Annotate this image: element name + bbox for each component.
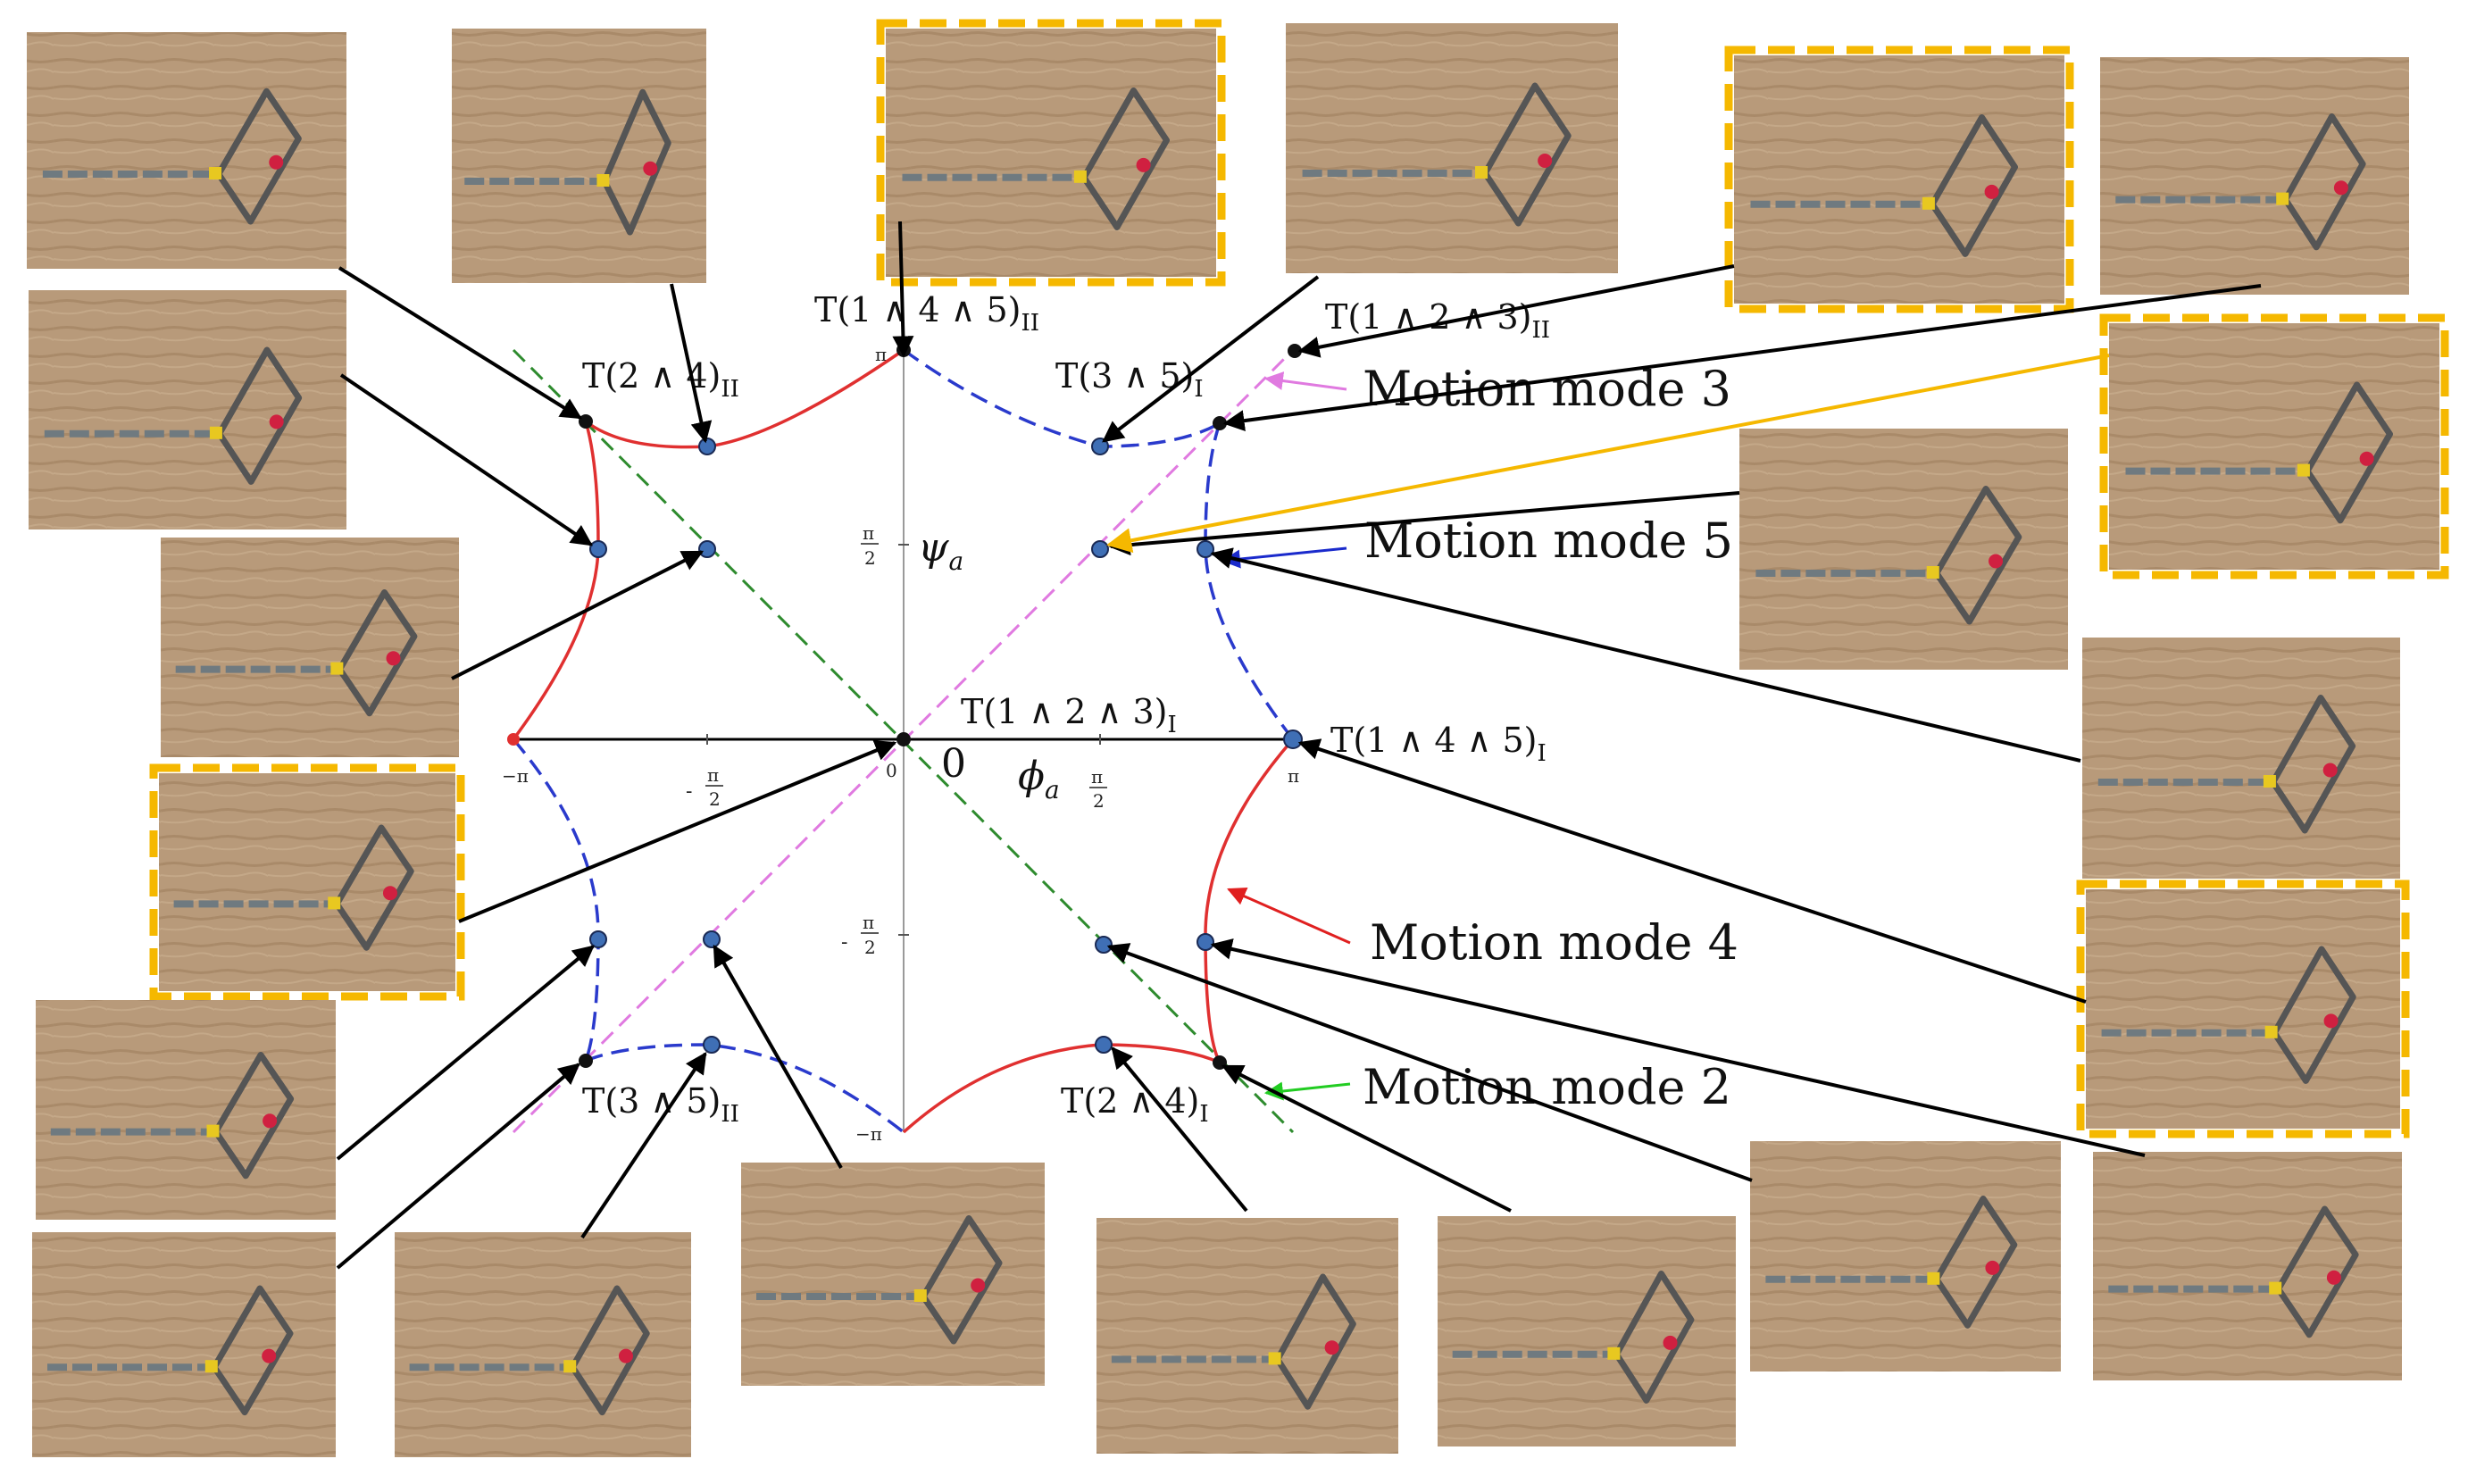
mode5-curve-right [1204,422,1295,741]
x-axis-label: ϕa [1018,754,1060,805]
label-t123-I: T(1 ∧ 2 ∧ 3)I [961,692,1177,738]
mode5-curve-top [902,348,1221,448]
x-tick-neg-half-num: π [707,764,719,786]
mechanism-photo [2093,1152,2402,1380]
mode4-label: Motion mode 4 [1370,914,1738,971]
y-tick-neg-pi: −π [855,1123,882,1145]
mechanism-photo [395,1232,691,1457]
highlighted-mechanism-photo [2099,313,2449,579]
mechanism-photo [27,32,346,269]
mechanism-photo [2082,638,2400,879]
mode4-arrow [1227,888,1351,945]
mode5-highlight-connector [1106,354,2110,554]
highlighted-mechanism-photo [2076,880,2410,1138]
point-blue-low-diag-right [1095,936,1113,954]
mechanism-photo [1286,23,1618,273]
point-blue-bottom-left [703,1036,721,1054]
point-blue-mid-right [1196,540,1214,558]
point-t123-II-label-dot [1288,344,1302,358]
mode5-label: Motion mode 5 [1364,513,1733,569]
point-neg-pi [507,733,520,746]
highlighted-mechanism-photo [876,19,1226,287]
mode3-arrow [1263,371,1347,391]
mode2-arrow [1263,1081,1351,1101]
mechanism-photo [161,538,459,757]
point-blue-low-diag-left [703,930,721,948]
x-tick-neg-half-minus: - [686,780,692,803]
label-t24-II: T(2 ∧ 4)II [582,356,739,403]
x-tick-neg-half-den: 2 [709,788,721,810]
origin-small-label: 0 [886,760,897,781]
label-t145-I: T(1 ∧ 4 ∧ 5)I [1330,721,1547,767]
point-t145-I [1283,729,1303,749]
mode-labels: Motion mode 3 Motion mode 5 Motion mode … [1221,361,1738,1115]
y-tick-pi: π [875,344,887,365]
label-t123-II: T(1 ∧ 2 ∧ 3)II [1325,297,1550,344]
point-t123-II [1213,416,1227,430]
mechanism-photo [741,1163,1045,1386]
point-blue-low-left [589,930,607,948]
point-t35-II [579,1054,593,1068]
point-origin [896,732,911,746]
point-blue-mid-left [589,540,607,558]
x-tick-neg-pi: −π [502,765,529,787]
point-blue-mode5 [1091,540,1109,558]
mechanism-photo [29,290,346,529]
tick-labels: −π π π −π - π 2 π 2 π 2 - π 2 0 0 ψa ϕa [502,344,1299,1145]
point-blue-diag-left [698,540,716,558]
mode4-curve-left [512,421,600,741]
y-tick-neg-half-minus: - [841,931,847,954]
mechanism-photo [2100,57,2409,295]
y-tick-half-den: 2 [864,547,876,569]
photos [27,19,2449,1457]
x-tick-pos-half-den: 2 [1093,790,1105,812]
mode5-arrow [1221,546,1347,569]
points [507,343,1303,1070]
highlighted-mechanism-photo [149,763,465,1001]
origin-label: 0 [941,741,966,787]
highlighted-mechanism-photo [1724,46,2074,313]
mechanism-photo [36,1000,336,1220]
y-tick-neg-half-den: 2 [864,937,876,958]
label-t35-II: T(3 ∧ 5)II [582,1081,739,1128]
point-blue-t35-I [1091,438,1109,455]
mechanism-photo [1438,1216,1736,1446]
mode4-curve-bottom [902,1043,1221,1134]
mechanism-photo [32,1232,336,1457]
mode3-label: Motion mode 3 [1363,361,1731,417]
point-blue-top-left [698,438,716,455]
point-blue-low-right [1196,933,1214,951]
y-tick-half-num: π [863,522,874,544]
mode5-curve-left [512,738,600,1062]
point-blue-bottom-right [1095,1036,1113,1054]
connector-arrows [336,221,2262,1270]
point-labels: T(1 ∧ 4 ∧ 5)II T(2 ∧ 4)II T(3 ∧ 5)I T(1 … [582,290,1550,1128]
label-t24-I: T(2 ∧ 4)I [1061,1081,1209,1128]
mechanism-photo [1096,1218,1398,1454]
x-tick-pi: π [1288,765,1299,787]
mechanism-photo [452,29,706,283]
mechanism-photo [1739,429,2068,670]
mechanism-photo [1750,1141,2061,1371]
y-tick-neg-half-num: π [863,912,874,933]
y-axis-label: ψa [918,525,963,576]
x-tick-pos-half-num: π [1091,766,1103,788]
mode4-curve-right [1204,738,1295,1063]
label-t145-II: T(1 ∧ 4 ∧ 5)II [814,290,1039,337]
